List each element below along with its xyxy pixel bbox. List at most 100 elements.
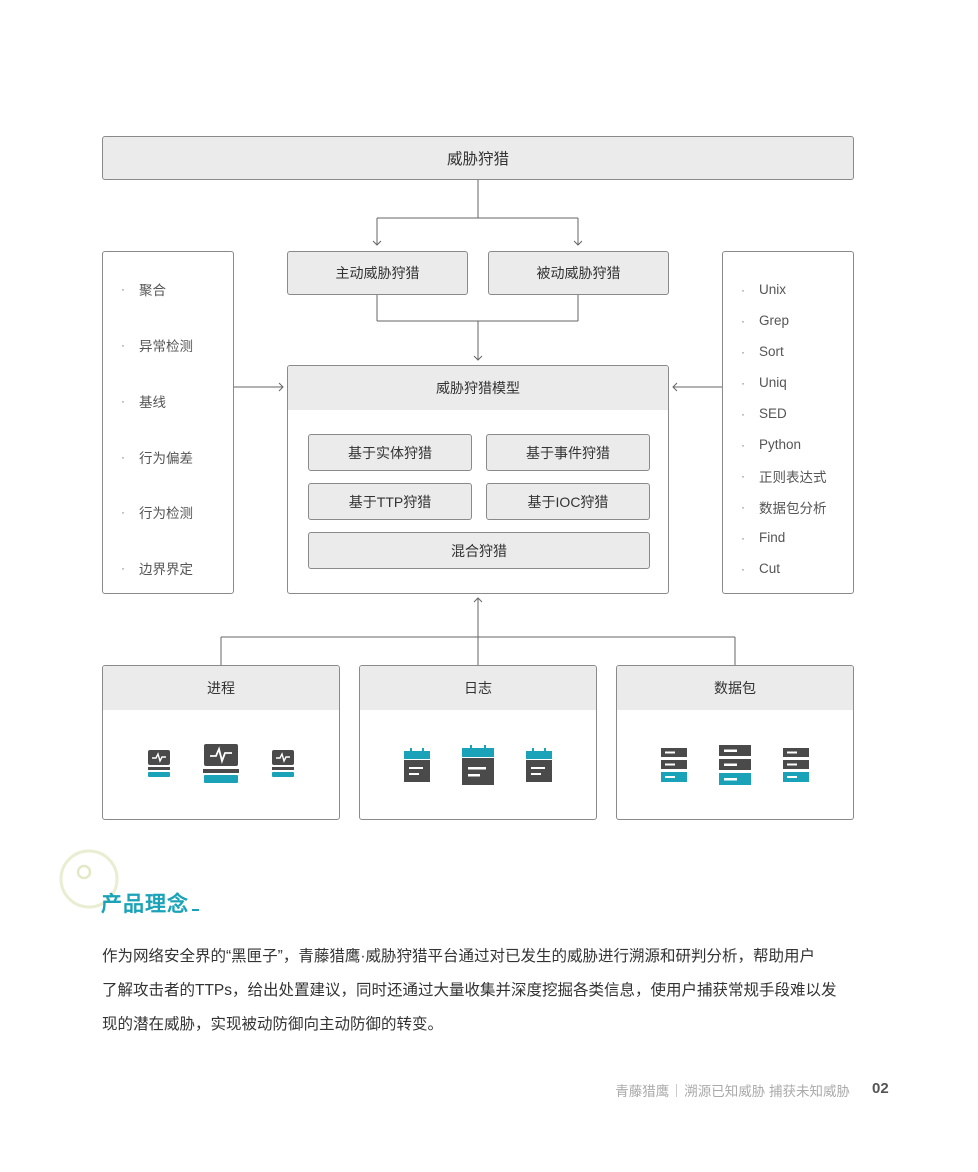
model-item-hybrid: 混合狩猎	[308, 532, 650, 569]
bullet: ·	[741, 437, 745, 452]
list-item-label: 行为偏差	[139, 450, 193, 466]
bullet: ·	[741, 530, 745, 545]
bullet: ·	[121, 449, 125, 464]
list-item-label: SED	[759, 406, 787, 421]
list-item-label: Grep	[759, 313, 790, 328]
bullet: ·	[741, 375, 745, 390]
model-item-label: 基于实体狩猎	[348, 444, 432, 461]
section-title: 产品理念	[101, 888, 199, 918]
list-item: · 聚合	[121, 261, 193, 317]
paragraph-line: 了解攻击者的TTPs，给出处置建议，同时还通过大量收集并深度挖掘各类信息，使用户…	[102, 982, 837, 999]
bullet: ·	[741, 468, 745, 483]
bullet: ·	[121, 505, 125, 519]
list-item: · Uniq	[741, 367, 827, 398]
section-paragraph: 作为网络安全界的“黑匣子”，青藤猎鹰·威胁狩猎平台通过对已发生的威胁进行溯源和研…	[102, 940, 862, 1042]
hunting-model-panel: 威胁狩猎模型 基于实体狩猎 基于事件狩猎 基于TTP狩猎 基于IOC狩猎 混合狩…	[287, 365, 669, 594]
model-item-ioc: 基于IOC狩猎	[486, 483, 650, 520]
bullet: ·	[741, 561, 745, 576]
list-item: · Cut	[741, 553, 827, 584]
monitor-icon	[203, 744, 239, 783]
bullet: ·	[741, 499, 745, 514]
list-item: · Python	[741, 429, 827, 460]
list-item-label: 边界界定	[139, 562, 193, 577]
list-item-label: Sort	[759, 344, 784, 359]
right-tools-panel: · Unix · Grep · Sort · Uniq · SED · Python · 正则…	[722, 251, 854, 594]
model-item-entity: 基于实体狩猎	[308, 434, 472, 471]
monitor-icon	[272, 750, 294, 777]
list-item-label: Find	[759, 530, 786, 545]
paragraph-line: 现的潜在威胁，实现被动防御向主动防御的转变。	[102, 1016, 444, 1033]
model-item-label: 混合狩猎	[451, 542, 507, 559]
source-card-title-label: 日志	[464, 680, 492, 696]
list-item: · 异常检测	[121, 317, 193, 373]
list-item-label: 聚合	[139, 283, 166, 298]
bullet: ·	[121, 394, 125, 408]
active-hunting-label: 主动威胁狩猎	[335, 265, 420, 281]
threat-hunting-top-box: 威胁狩猎	[102, 136, 854, 180]
bullet: ·	[741, 282, 745, 297]
calendar-log-icon	[462, 745, 494, 785]
list-item: · 正则表达式	[741, 460, 827, 491]
hunting-model-title-label: 威胁狩猎模型	[436, 380, 520, 396]
log-icon-row	[360, 744, 596, 786]
list-item: · Unix	[741, 274, 827, 305]
list-item: · 数据包分析	[741, 491, 827, 522]
server-stack-icon	[719, 745, 751, 785]
source-card-log: 日志	[359, 665, 597, 820]
page-number: 02	[872, 1080, 889, 1097]
source-card-packet: 数据包	[616, 665, 854, 820]
title-underline	[192, 909, 199, 911]
list-item-label: 异常检测	[139, 339, 193, 354]
footer-brand: 青藤猎鹰	[615, 1084, 670, 1099]
list-item-label: Uniq	[759, 375, 787, 390]
footer-divider	[676, 1084, 678, 1097]
list-item-label: Python	[759, 437, 802, 452]
list-item: · 基线	[121, 373, 193, 429]
left-methods-panel: · 聚合 · 异常检测 · 基线 · 行为偏差 · 行为检测 · 边界界定	[102, 251, 234, 594]
bullet: ·	[741, 313, 745, 328]
active-hunting-box: 主动威胁狩猎	[287, 251, 468, 295]
model-item-ttp: 基于TTP狩猎	[308, 483, 472, 520]
bullet: ·	[741, 344, 745, 359]
bullet: ·	[121, 282, 125, 296]
hunting-model-title: 威胁狩猎模型	[288, 366, 668, 410]
bullet: ·	[741, 406, 745, 421]
list-item: · Find	[741, 522, 827, 553]
server-stack-icon	[783, 748, 809, 782]
model-item-label: 基于事件狩猎	[526, 444, 610, 461]
list-item: · Sort	[741, 336, 827, 367]
calendar-log-icon	[526, 748, 552, 782]
list-item-label: 正则表达式	[759, 469, 827, 485]
bullet: ·	[121, 561, 125, 575]
paragraph-line: 作为网络安全界的“黑匣子”，青藤猎鹰·威胁狩猎平台通过对已发生的威胁进行溯源和研…	[102, 948, 815, 965]
server-stack-icon	[661, 748, 687, 782]
source-card-title: 日志	[360, 666, 596, 710]
list-item: · 行为检测	[121, 484, 193, 540]
source-card-title: 进程	[103, 666, 339, 710]
right-tools-list: · Unix · Grep · Sort · Uniq · SED · Python · 正则…	[741, 274, 827, 584]
model-item-event: 基于事件狩猎	[486, 434, 650, 471]
footer: 青藤猎鹰溯源已知威胁 捕获未知威胁	[560, 1080, 850, 1101]
list-item: · 行为偏差	[121, 429, 193, 484]
process-icon-row	[103, 742, 339, 784]
source-card-process: 进程	[102, 665, 340, 820]
left-methods-list: · 聚合 · 异常检测 · 基线 · 行为偏差 · 行为检测 · 边界界定	[121, 279, 193, 596]
list-item-label: Cut	[759, 561, 781, 576]
top-box-label: 威胁狩猎	[446, 151, 509, 168]
model-item-label: 基于IOC狩猎	[527, 493, 609, 510]
list-item: · SED	[741, 398, 827, 429]
list-item-label: Unix	[759, 282, 787, 297]
calendar-log-icon	[404, 748, 430, 782]
section-decoration-icon	[59, 849, 119, 909]
monitor-icon	[148, 750, 170, 777]
bullet: ·	[121, 338, 125, 352]
list-item-label: 行为检测	[139, 506, 193, 521]
list-item: · 边界界定	[121, 540, 193, 596]
list-item-label: 数据包分析	[759, 500, 827, 516]
list-item-label: 基线	[139, 395, 166, 410]
section-title-text: 产品理念	[101, 893, 189, 916]
source-card-title-label: 进程	[207, 680, 235, 696]
source-card-title: 数据包	[617, 666, 853, 710]
passive-hunting-box: 被动威胁狩猎	[488, 251, 669, 295]
